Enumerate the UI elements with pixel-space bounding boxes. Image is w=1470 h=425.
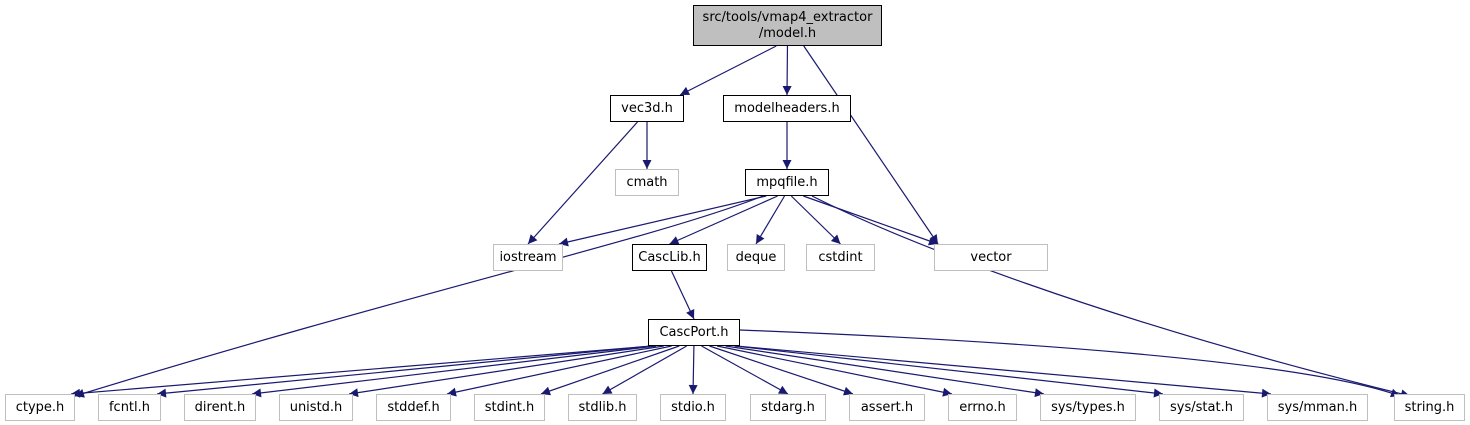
edge-model-to-vector (803, 45, 939, 245)
edge-cascport-to-dirent (251, 345, 657, 398)
node-model-h: src/tools/vmap4_extractor /model.h (693, 5, 882, 46)
edge-mpqfile-to-casclib (669, 195, 778, 245)
node-sys-stat-h: sys/stat.h (1159, 394, 1244, 421)
root-label-line-2: /model.h (758, 25, 817, 41)
edge-cascport-to-fcntl (156, 345, 653, 398)
edge-cascport-to-assert (709, 345, 854, 396)
edge-mpqfile-to-string (811, 195, 1411, 399)
edge-cascport-to-ctype (70, 345, 653, 398)
edge-cascport-to-sysmman (735, 345, 1272, 398)
node-stdint-h: stdint.h (474, 394, 545, 421)
edge-cascport-to-errno (716, 345, 953, 397)
edge-mpqfile-to-ctype (74, 195, 764, 398)
edge-cascport-to-stddef (446, 345, 672, 397)
edge-cascport-to-systypes (725, 345, 1045, 398)
edge-cascport-to-sysstat (734, 345, 1164, 398)
node-vec3d-h[interactable]: vec3d.h (610, 95, 684, 122)
edge-cascport-to-unistd (348, 345, 664, 398)
edge-cascport-to-stdlib (602, 345, 687, 395)
node-errno-h: errno.h (948, 394, 1017, 421)
edge-cascport-to-stdarg (701, 345, 789, 395)
node-stdio-h: stdio.h (660, 394, 726, 421)
node-ctype-h: ctype.h (5, 394, 75, 421)
node-string-h: string.h (1394, 394, 1465, 421)
edge-cascport-to-stdio (688, 345, 698, 395)
node-sys-types-h: sys/types.h (1040, 394, 1136, 421)
root-label-line-1: src/tools/vmap4_extractor (702, 9, 873, 25)
edge-cascport-to-stdint (540, 345, 680, 396)
edge-mpqfile-to-iostream (558, 195, 767, 247)
edge-casclib-to-cascport (670, 270, 695, 320)
edge-vec3d-to-iostream (527, 121, 638, 245)
node-vector: vector (934, 244, 1048, 271)
node-deque: deque (727, 244, 785, 271)
node-cstdint: cstdint (806, 244, 875, 271)
node-stdarg-h: stdarg.h (750, 394, 826, 421)
node-cascport-h[interactable]: CascPort.h (648, 319, 740, 346)
node-cmath: cmath (615, 169, 679, 196)
edge-cascport-to-string (739, 329, 1401, 398)
node-stddef-h: stddef.h (376, 394, 451, 421)
node-iostream: iostream (493, 244, 563, 271)
edge-mpqfile-to-deque (755, 195, 786, 245)
node-stdlib-h: stdlib.h (568, 394, 637, 421)
edge-mpqfile-to-vector (803, 195, 939, 246)
node-unistd-h: unistd.h (279, 394, 353, 421)
edge-model-to-vec3d (679, 45, 777, 96)
node-fcntl-h: fcntl.h (98, 394, 161, 421)
node-sys-mman-h: sys/mman.h (1267, 394, 1368, 421)
node-mpqfile-h[interactable]: mpqfile.h (745, 169, 829, 196)
node-modelheaders-h[interactable]: modelheaders.h (723, 95, 851, 122)
node-assert-h: assert.h (849, 394, 925, 421)
node-casclib-h[interactable]: CascLib.h (632, 244, 707, 271)
node-dirent-h: dirent.h (184, 394, 256, 421)
edge-mpqfile-to-cstdint (790, 195, 841, 245)
